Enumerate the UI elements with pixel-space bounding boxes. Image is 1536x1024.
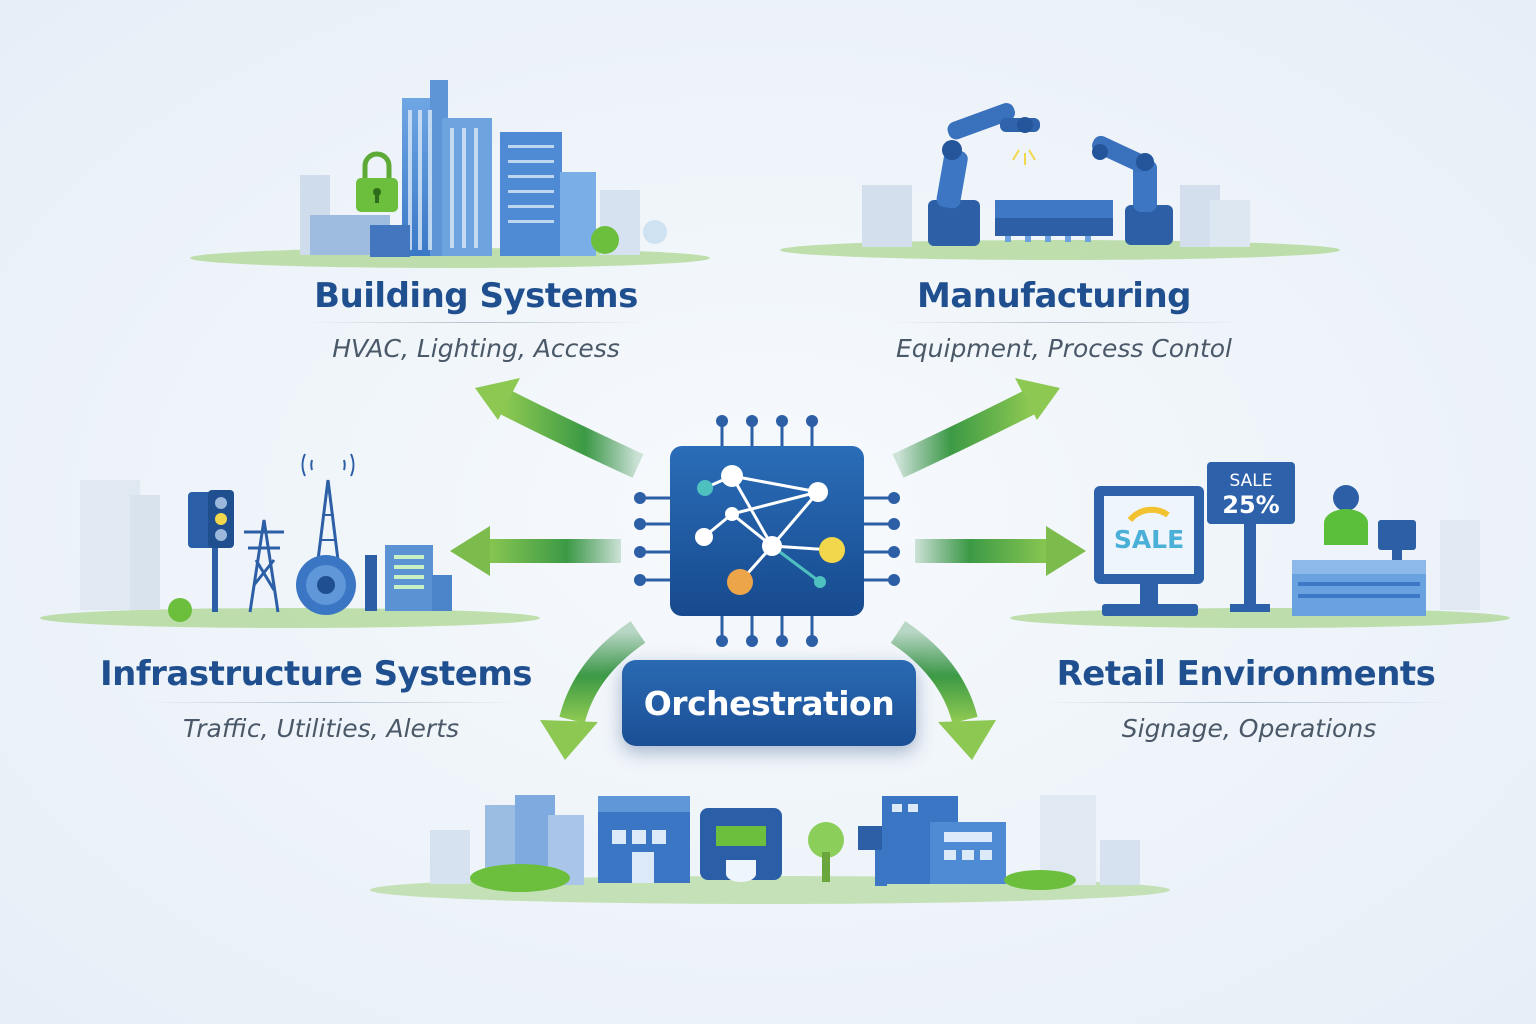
building-scene: [190, 80, 710, 268]
processor-network-icon: [634, 415, 900, 647]
bottom-scene: [370, 795, 1170, 904]
antenna-icon: [303, 454, 354, 560]
orchestration-label: Orchestration: [622, 660, 916, 746]
building-divider: [306, 322, 646, 323]
retail-scene: SALE SALE 25%: [1010, 462, 1510, 628]
traffic-light-icon: [188, 490, 234, 612]
manufacturing-divider: [886, 322, 1246, 323]
infrastructure-title: Infrastructure Systems: [96, 654, 536, 694]
infrastructure-divider: [140, 702, 520, 703]
retail-title: Retail Environments: [1026, 654, 1466, 694]
manufacturing-title: Manufacturing: [854, 276, 1254, 316]
infrastructure-subtitle: Traffic, Utilities, Alerts: [116, 714, 526, 743]
sign-top-text: SALE: [1230, 471, 1273, 491]
building-subtitle: HVAC, Lighting, Access: [276, 334, 676, 363]
manufacturing-subtitle: Equipment, Process Contol: [854, 334, 1274, 363]
building-title: Building Systems: [276, 276, 676, 316]
retail-subtitle: Signage, Operations: [1044, 714, 1454, 743]
arrow-to-retail: [915, 526, 1086, 576]
arrow-to-building: [475, 378, 638, 466]
power-tower-icon: [244, 520, 284, 612]
sign-bottom-text: 25%: [1222, 491, 1279, 519]
lock-icon: [356, 154, 398, 212]
infrastructure-scene: [40, 454, 540, 628]
arrow-to-infrastructure: [450, 526, 621, 576]
retail-divider: [1036, 702, 1456, 703]
arrow-to-manufacturing: [898, 378, 1060, 466]
manufacturing-scene: [780, 101, 1340, 260]
monitor-sale-text: SALE: [1114, 525, 1184, 554]
